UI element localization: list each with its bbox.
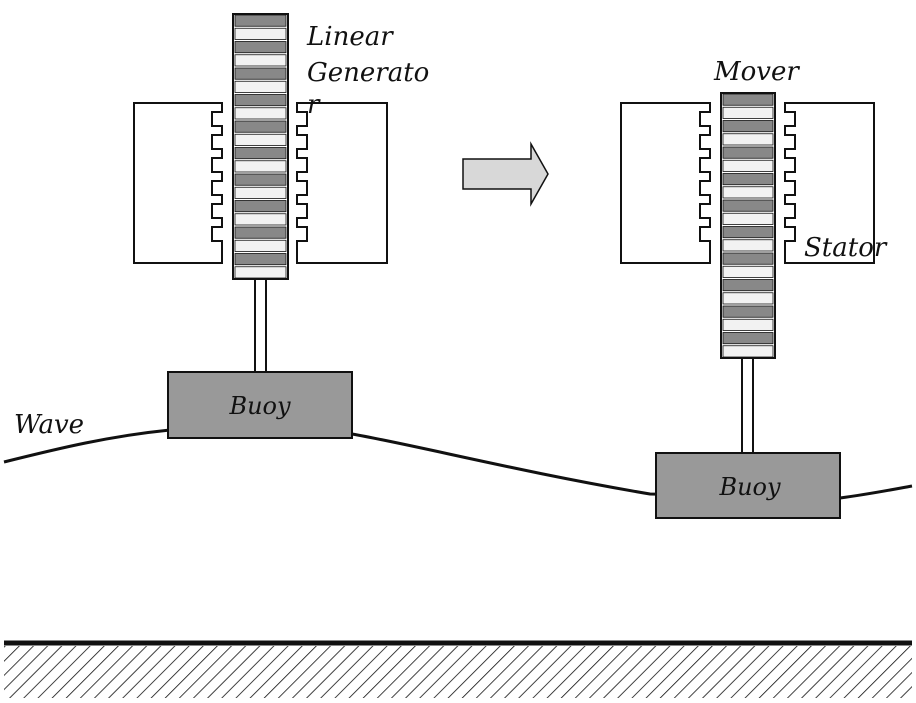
right-rod — [741, 357, 754, 454]
wave-label: Wave — [14, 410, 84, 440]
right-mover-magnet-segment — [722, 146, 774, 159]
linear-generator-label-line2: Generato — [307, 58, 429, 88]
right-mover-magnet-segment — [722, 133, 774, 146]
left-mover-magnet-segment — [234, 253, 287, 266]
left-buoy — [167, 371, 353, 439]
left-mover-magnet-segment — [234, 213, 287, 226]
seabed-hatch — [4, 646, 912, 698]
left-mover-magnet-segment — [234, 160, 287, 173]
right-mover-magnet-segment — [722, 292, 774, 305]
left-mover-magnet-segment — [234, 80, 287, 93]
right-mover — [720, 92, 776, 359]
right-mover-magnet-segment — [722, 173, 774, 186]
right-mover-magnet-segment — [722, 159, 774, 172]
left-mover — [232, 13, 289, 280]
right-mover-magnet-segment — [722, 120, 774, 133]
left-mover-magnet-segment — [234, 14, 287, 27]
right-mover-magnet-segment — [722, 332, 774, 345]
left-mover-magnet-segment — [234, 226, 287, 239]
left-mover-magnet-segment — [234, 133, 287, 146]
left-mover-magnet-segment — [234, 94, 287, 107]
left-mover-magnet-segment — [234, 27, 287, 40]
stator-label: Stator — [804, 233, 888, 263]
left-mover-magnet-segment — [234, 147, 287, 160]
wave-line — [3, 428, 913, 500]
right-mover-magnet-segment — [722, 279, 774, 292]
right-mover-magnet-segment — [722, 199, 774, 212]
left-mover-magnet-segment — [234, 186, 287, 199]
right-mover-magnet-segment — [722, 239, 774, 252]
right-mover-magnet-segment — [722, 345, 774, 358]
left-mover-magnet-segment — [234, 54, 287, 67]
left-stator-right-block — [296, 102, 388, 264]
right-mover-magnet-segment — [722, 318, 774, 331]
right-mover-magnet-segment — [722, 305, 774, 318]
left-stator-left-block — [133, 102, 223, 264]
left-mover-magnet-segment — [234, 67, 287, 80]
left-mover-magnet-segment — [234, 266, 287, 279]
left-buoy-label: Buoy — [228, 392, 291, 420]
right-generator: Buoy — [620, 92, 875, 519]
right-buoy — [655, 452, 841, 519]
left-mover-magnet-segment — [234, 41, 287, 54]
linear-generator-label-line3: r — [307, 90, 321, 120]
right-stator-left-block — [620, 102, 711, 264]
left-mover-magnet-segment — [234, 200, 287, 213]
right-mover-magnet-segment — [722, 252, 774, 265]
mover-label: Mover — [713, 57, 800, 87]
right-mover-magnet-segment — [722, 226, 774, 239]
left-mover-magnet-segment — [234, 107, 287, 120]
left-mover-frame — [232, 13, 289, 280]
right-mover-magnet-segment — [722, 106, 774, 119]
right-mover-magnet-segment — [722, 265, 774, 278]
left-rod — [254, 278, 267, 373]
right-arrow-icon — [462, 141, 549, 207]
right-stator-right-block — [784, 102, 875, 264]
left-mover-magnet-segment — [234, 239, 287, 252]
left-mover-magnet-segment — [234, 120, 287, 133]
right-buoy-label: Buoy — [718, 473, 781, 501]
linear-generator-label-line1: Linear — [306, 22, 394, 52]
right-mover-frame — [720, 92, 776, 359]
left-generator: Buoy — [133, 13, 388, 439]
right-mover-magnet-segment — [722, 212, 774, 225]
right-mover-magnet-segment — [722, 186, 774, 199]
left-mover-magnet-segment — [234, 173, 287, 186]
right-mover-magnet-segment — [722, 93, 774, 106]
